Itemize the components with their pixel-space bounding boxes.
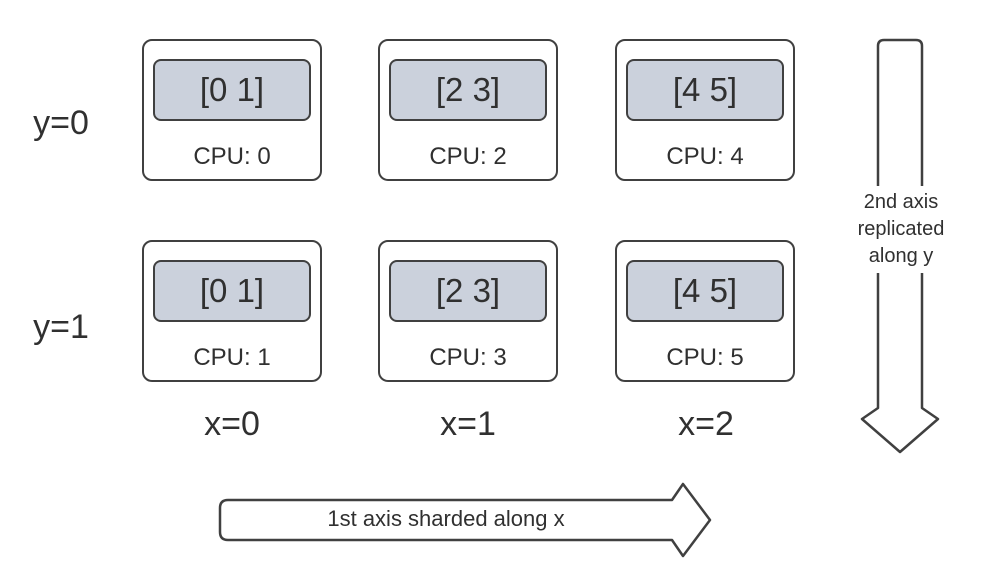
- replicated-axis-label-line2: replicated: [857, 218, 945, 240]
- cpu-label: CPU: 4: [666, 143, 744, 170]
- replicated-axis-label-line3: along y: [868, 245, 934, 267]
- cpu-label: CPU: 1: [193, 344, 271, 371]
- replicated-axis-label: 2nd axis replicated along y: [843, 186, 959, 273]
- device-box: [4 5] CPU: 4: [615, 39, 795, 181]
- cpu-label: CPU: 3: [429, 344, 507, 371]
- cpu-label: CPU: 5: [666, 344, 744, 371]
- replicated-axis-label-line1: 2nd axis: [863, 191, 939, 213]
- shard-data: [4 5]: [626, 59, 784, 121]
- device-box: [0 1] CPU: 1: [142, 240, 322, 382]
- shard-data: [0 1]: [153, 59, 311, 121]
- device-box: [2 3] CPU: 2: [378, 39, 558, 181]
- shard-data: [2 3]: [389, 59, 547, 121]
- sharded-axis-label: 1st axis sharded along x: [327, 506, 565, 531]
- sharded-axis-arrow: [218, 482, 712, 558]
- col-label-x2: x=2: [678, 405, 734, 443]
- cpu-label: CPU: 0: [193, 143, 271, 170]
- device-box: [0 1] CPU: 0: [142, 39, 322, 181]
- col-label-x1: x=1: [440, 405, 496, 443]
- device-box: [4 5] CPU: 5: [615, 240, 795, 382]
- shard-data: [4 5]: [626, 260, 784, 322]
- row-label-y0: y=0: [33, 104, 89, 142]
- cpu-label: CPU: 2: [429, 143, 507, 170]
- row-label-y1: y=1: [33, 308, 89, 346]
- col-label-x0: x=0: [204, 405, 260, 443]
- device-box: [2 3] CPU: 3: [378, 240, 558, 382]
- shard-data: [0 1]: [153, 260, 311, 322]
- shard-data: [2 3]: [389, 260, 547, 322]
